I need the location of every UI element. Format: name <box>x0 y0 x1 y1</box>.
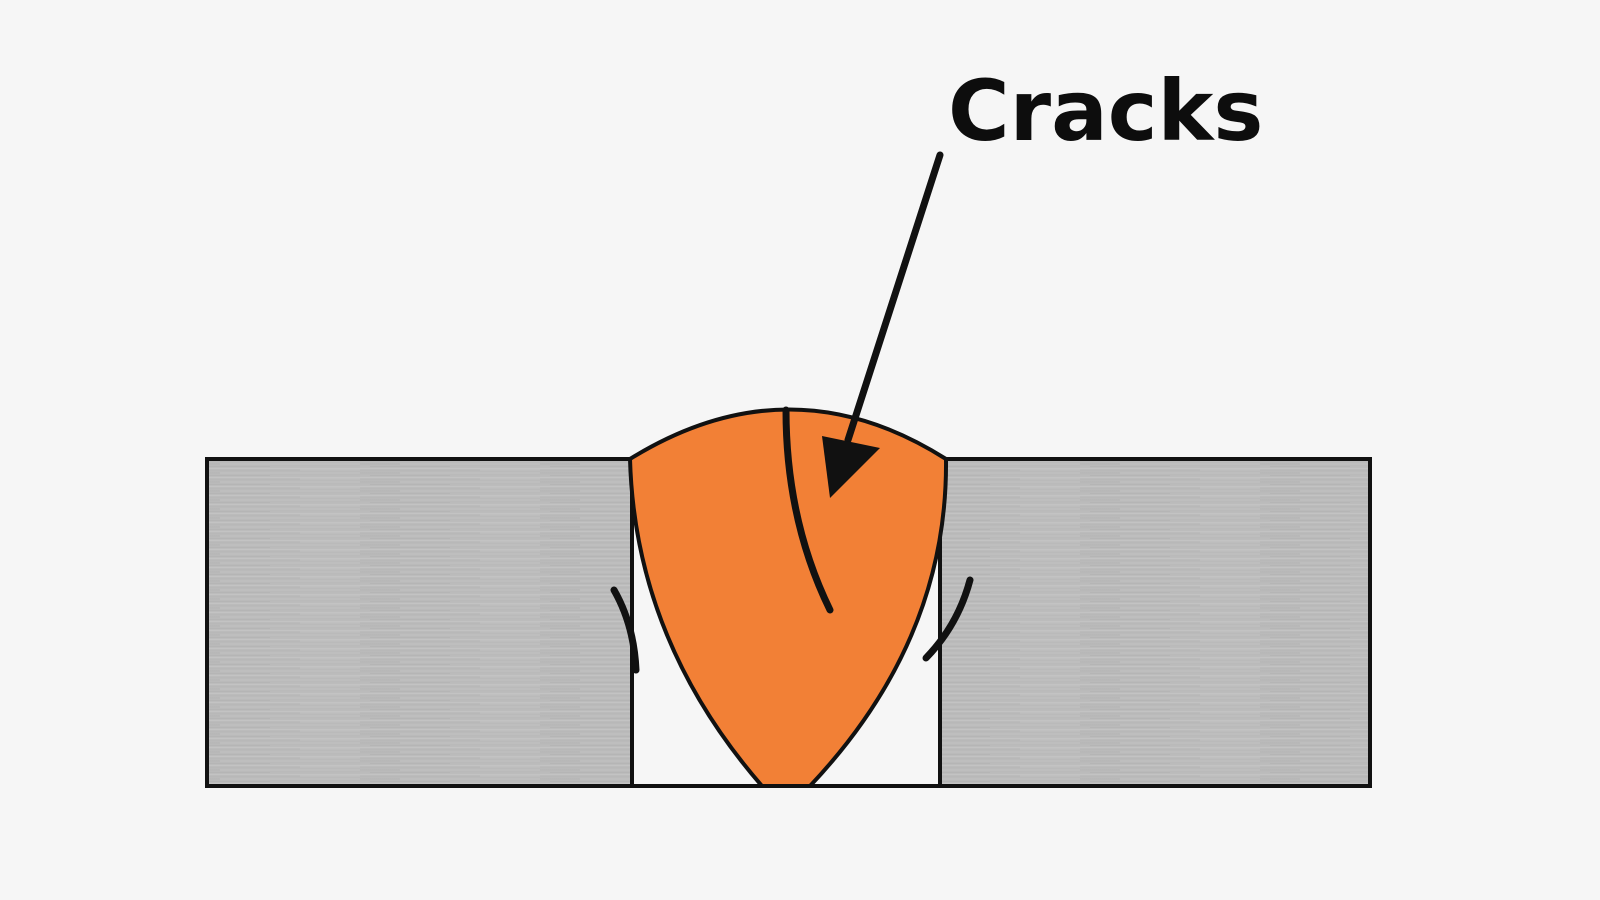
crack-heat-affected-right <box>922 576 974 662</box>
callout-arrow-shaft <box>844 151 944 444</box>
crack-heat-affected-left <box>610 586 640 674</box>
callout-label-cracks: Cracks <box>948 62 1263 160</box>
weld-bead <box>628 407 949 788</box>
callout-arrow-head <box>822 436 880 498</box>
crack-weld-centerline <box>782 406 834 614</box>
base-metal-right-plate <box>938 457 1372 788</box>
base-metal-left-plate <box>205 457 634 788</box>
